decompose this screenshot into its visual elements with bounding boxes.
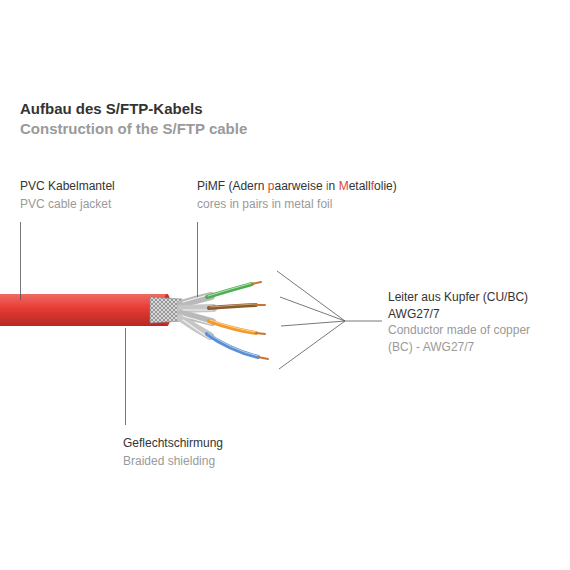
pvc-jacket	[0, 294, 168, 326]
title: Aufbau des S/FTP-Kabels	[20, 99, 203, 119]
part-label: PiMF (Adern paarweise in Metallfolie)	[197, 178, 397, 195]
part-label-en: PVC cable jacket	[20, 196, 111, 213]
metal-foil	[181, 294, 213, 338]
part-label-en: Conductor made of copper (BC) - AWG27/7	[388, 322, 553, 356]
part-label-en: cores in pairs in metal foil	[197, 196, 332, 213]
leader-lines	[21, 222, 383, 425]
part-label-en: Braided shielding	[123, 453, 215, 470]
part-label: Leiter aus Kupfer (CU/BC) AWG27/7	[388, 289, 553, 323]
subtitle: Construction of the S/FTP cable	[20, 119, 247, 139]
part-label: Geflechtschirmung	[123, 435, 223, 452]
wire-cores	[207, 283, 258, 357]
part-label: PVC Kabelmantel	[20, 178, 115, 195]
copper-conductor	[252, 282, 268, 359]
